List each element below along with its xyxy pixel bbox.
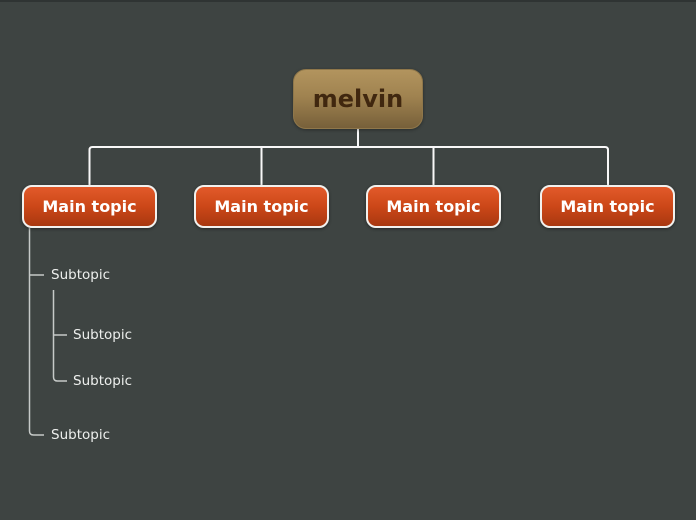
- connector-subtopic-inner: [52, 290, 67, 382]
- main-topic-node-3[interactable]: Main topic: [366, 185, 501, 228]
- main-topic-label: Main topic: [386, 197, 481, 216]
- main-topic-label: Main topic: [560, 197, 655, 216]
- main-topic-label: Main topic: [214, 197, 309, 216]
- subtopic-node-3[interactable]: Subtopic: [73, 373, 132, 389]
- root-node[interactable]: melvin: [293, 69, 423, 129]
- subtopic-node-2[interactable]: Subtopic: [73, 327, 132, 343]
- main-topic-label: Main topic: [42, 197, 137, 216]
- subtopic-node-4[interactable]: Subtopic: [51, 427, 110, 443]
- connector-rail: [88, 146, 609, 186]
- subtopic-connectors: [28, 228, 67, 436]
- subtopic-node-1[interactable]: Subtopic: [51, 267, 110, 283]
- canvas-top-edge: [0, 0, 696, 2]
- connector-subtopic-outer: [28, 228, 44, 436]
- main-topic-connectors: [88, 128, 609, 186]
- main-topic-node-4[interactable]: Main topic: [540, 185, 675, 228]
- main-topic-node-2[interactable]: Main topic: [194, 185, 329, 228]
- root-node-label: melvin: [312, 85, 404, 113]
- main-topic-node-1[interactable]: Main topic: [22, 185, 157, 228]
